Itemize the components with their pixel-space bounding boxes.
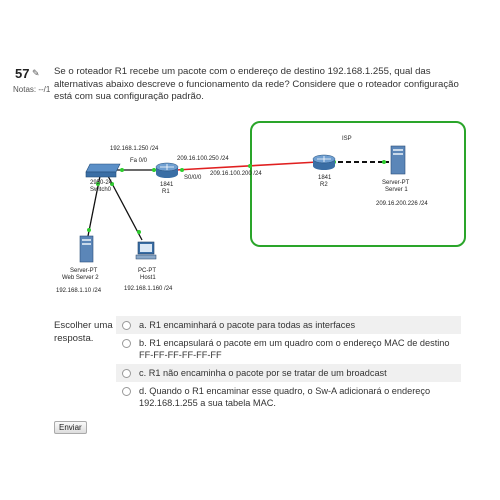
- answer-option-a[interactable]: a. R1 encaminhará o pacote para todas as…: [116, 316, 461, 334]
- switch-icon: [85, 163, 121, 178]
- web-server-ip-label: 192.168.1.10 /24: [56, 288, 102, 294]
- answer-option-c[interactable]: c. R1 não encaminha o pacote por se trat…: [116, 364, 461, 382]
- question-text: Se o roteador R1 recebe um pacote com o …: [54, 66, 459, 102]
- r1-name-label: R1: [162, 189, 170, 195]
- radio-option-c[interactable]: [122, 369, 131, 378]
- server1-icon: [390, 145, 406, 175]
- network-topology-svg: ISP 192.168.1.250 /24 Fa 0/0 2950-24 Swi…: [56, 121, 466, 294]
- link-status-dot: [382, 160, 386, 164]
- link-status-dot: [120, 168, 124, 172]
- host-name-label: Host1: [140, 275, 156, 281]
- server1-type-label: Server-PT: [382, 180, 410, 186]
- answer-option-d[interactable]: d. Quando o R1 encaminar esse quadro, o …: [116, 382, 461, 412]
- isp-label: ISP: [342, 136, 352, 142]
- r2-wan-ip-label: 209.16.100.200 /24: [210, 171, 262, 177]
- r2-name-label: R2: [320, 182, 328, 188]
- submit-button[interactable]: Enviar: [54, 421, 87, 434]
- pc-host-icon: [135, 241, 157, 260]
- network-diagram: ISP 192.168.1.250 /24 Fa 0/0 2950-24 Swi…: [54, 112, 484, 312]
- answer-option-label: c. R1 não encaminha o pacote por se trat…: [139, 368, 387, 378]
- switch-port-label: Fa 0/0: [130, 158, 148, 164]
- switch-name-label: 2950-24: [90, 180, 113, 186]
- router-r1-icon: [155, 162, 179, 178]
- web-server-icon: [79, 235, 94, 263]
- radio-option-b[interactable]: [122, 339, 131, 348]
- answer-options: a. R1 encaminhará o pacote para todas as…: [116, 316, 461, 412]
- radio-option-a[interactable]: [122, 321, 131, 330]
- web-server-type-label: Server-PT: [70, 268, 98, 274]
- answer-option-label: a. R1 encaminhará o pacote para todas as…: [139, 320, 356, 330]
- link-status-dot: [180, 168, 184, 172]
- r1-wan-ip-label: 209.16.100.250 /24: [177, 156, 229, 162]
- host-type-label: PC-PT: [138, 268, 156, 274]
- router-r2-icon: [312, 154, 336, 170]
- link-status-dot: [110, 182, 114, 186]
- r2-model-label: 1841: [318, 175, 332, 181]
- r1-r2-serial-link: [175, 161, 319, 171]
- r1-model-label: 1841: [160, 182, 174, 188]
- link-status-dot: [152, 168, 156, 172]
- question-number: 57: [15, 66, 30, 81]
- answer-option-b[interactable]: b. R1 encapsulará o pacote em um quadro …: [116, 334, 461, 364]
- link-status-dot: [96, 182, 100, 186]
- switch-host-link: [107, 175, 143, 241]
- answer-prompt: Escolher uma resposta.: [54, 320, 113, 344]
- server1-name-label: Server 1: [385, 187, 408, 193]
- server1-ip-label: 209.16.200.226 /24: [376, 201, 428, 207]
- link-status-dot: [248, 164, 252, 168]
- answer-option-label: d. Quando o R1 encaminar esse quadro, o …: [139, 386, 431, 408]
- radio-option-d[interactable]: [122, 387, 131, 396]
- host-ip-label: 192.168.1.160 /24: [124, 286, 173, 292]
- switch-ip-label: 192.168.1.250 /24: [110, 146, 159, 152]
- answer-option-label: b. R1 encapsulará o pacote em um quadro …: [139, 338, 450, 360]
- link-status-dot: [87, 228, 91, 232]
- isp-region: [250, 121, 466, 247]
- switch-model-label: Switch0: [90, 187, 112, 193]
- r1-serial-port-label: S0/0/0: [184, 175, 202, 181]
- pencil-flag-icon[interactable]: ✎: [32, 68, 40, 78]
- web-server-name-label: Web Server 2: [62, 275, 99, 281]
- score-label: Notas: --/1: [13, 85, 51, 94]
- link-status-dot: [137, 230, 141, 234]
